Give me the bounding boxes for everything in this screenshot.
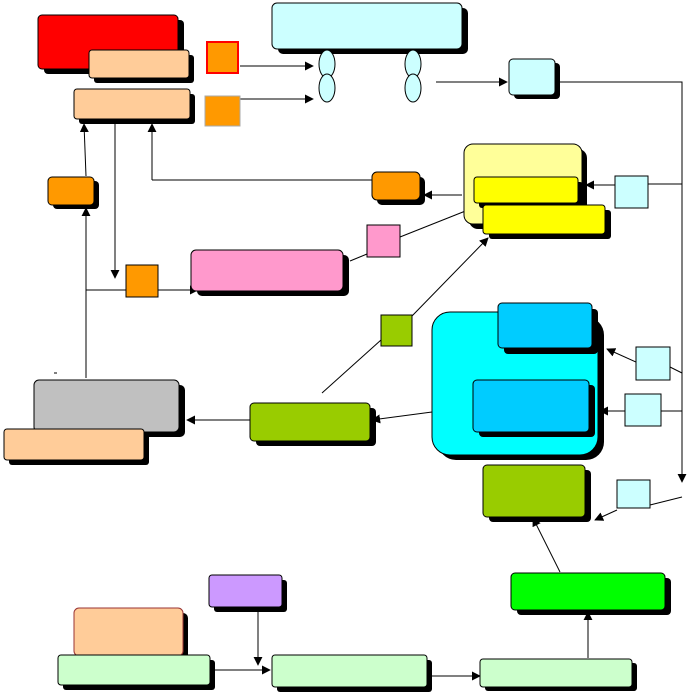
connector-bright-green-to-olive <box>532 517 561 573</box>
node-small-cyan-4 <box>616 479 651 509</box>
node-pale-green-1-fill <box>57 654 211 686</box>
node-orange-small-left-fill <box>47 176 95 206</box>
node-pink-box <box>190 249 349 296</box>
node-pink-box-fill <box>190 249 344 292</box>
node-olive-square-fill <box>380 314 413 347</box>
node-peach-2 <box>73 88 195 124</box>
node-orange-square-top-fill <box>206 41 239 74</box>
node-orange-square-left <box>125 264 159 298</box>
cylinder-right <box>404 49 422 103</box>
node-top-cyan-box <box>271 2 468 54</box>
node-olive-middle-fill <box>249 402 371 442</box>
connector-olive-to-green-square <box>321 339 382 394</box>
node-orange-square-mid-fill <box>204 95 241 127</box>
node-small-cyan-top-fill <box>508 58 556 96</box>
node-peach-1-fill <box>88 49 190 79</box>
connector-pink-to-pink-square <box>349 253 368 262</box>
connector-bus-to-small-cyan-4 <box>649 496 683 506</box>
cylinder-left <box>318 49 336 103</box>
node-gray-box-fill <box>33 379 180 433</box>
node-pink-square <box>366 224 401 258</box>
node-peach-bottom-fill <box>73 607 184 657</box>
node-orange-square-top <box>206 41 239 74</box>
node-lavender-fill <box>208 574 283 608</box>
node-bright-green-fill <box>510 572 666 611</box>
node-pale-green-2-fill <box>271 654 428 688</box>
connector-small-cyan-2-to-blue <box>606 348 637 363</box>
node-peach-2-fill <box>73 88 191 120</box>
node-blue-2-fill <box>472 379 590 433</box>
connectors <box>79 61 687 681</box>
node-olive-square <box>380 314 413 347</box>
node-small-cyan-2-fill <box>635 346 671 381</box>
node-bright-green <box>510 572 671 615</box>
node-peach-3 <box>3 428 149 465</box>
connector-orange-to-peach-2 <box>79 123 89 177</box>
node-small-cyan-1 <box>614 175 649 209</box>
node-small-cyan-2 <box>635 346 671 381</box>
node-pale-green-2 <box>271 654 432 692</box>
node-pale-green-3-fill <box>479 658 633 688</box>
node-small-cyan-1-fill <box>614 175 649 209</box>
node-olive-right-fill <box>482 464 586 518</box>
node-blue-1 <box>497 302 598 354</box>
node-small-cyan-3 <box>624 393 662 427</box>
node-yellow-2 <box>482 204 611 239</box>
node-small-cyan-top <box>508 58 560 99</box>
node-peach-1 <box>88 49 194 83</box>
node-orange-square-mid <box>204 95 241 127</box>
node-small-cyan-3-fill <box>624 393 662 427</box>
connector-green-square-to-yellow <box>411 237 489 317</box>
node-olive-right <box>482 464 591 522</box>
connector-blue-to-olive <box>371 411 433 424</box>
connector-bus-to-small-cyan-2 <box>669 366 683 374</box>
node-small-cyan-4-fill <box>616 479 651 509</box>
node-gray-box <box>33 379 185 437</box>
node-orange-square-left-fill <box>125 264 159 298</box>
node-pink-square-fill <box>366 224 401 258</box>
node-yellow-2-fill <box>482 204 606 235</box>
node-orange-small-right <box>371 171 425 205</box>
connector-pink-square-to-yellow <box>399 206 474 238</box>
node-blue-2 <box>472 379 595 437</box>
node-peach-3-fill <box>3 428 145 461</box>
node-orange-small-right-fill <box>371 171 421 201</box>
node-yellow-1 <box>473 176 583 208</box>
node-yellow-1-fill <box>473 176 579 204</box>
node-pale-green-3 <box>479 658 637 691</box>
node-peach-bottom <box>73 607 188 661</box>
node-lavender <box>208 574 287 612</box>
connector-small-cyan-4-to-green <box>594 509 618 521</box>
node-olive-middle <box>249 402 376 446</box>
node-orange-small-left <box>47 176 99 209</box>
node-top-cyan-box-fill <box>271 2 463 50</box>
node-blue-1-fill <box>497 302 593 349</box>
connector-right-bus <box>557 81 687 483</box>
node-pale-green-1 <box>57 654 215 690</box>
